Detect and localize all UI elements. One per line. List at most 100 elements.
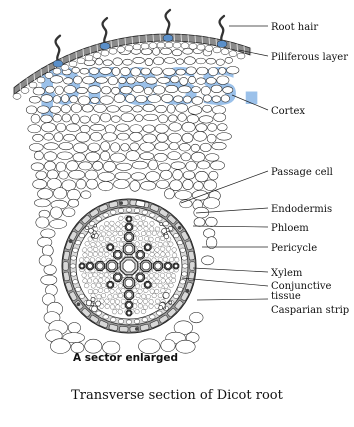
cortex-cell [196, 124, 207, 132]
root-hair [166, 10, 170, 36]
cortex-cell [172, 49, 182, 55]
phloem-cell [164, 234, 169, 239]
cortex-cell [54, 133, 63, 142]
xylem-vessel-lumen [126, 234, 132, 240]
casparian-strip-dot [135, 327, 139, 331]
phloem-cell [85, 226, 89, 230]
epidermis-cell-wall [41, 69, 42, 76]
cortex-cell [157, 133, 168, 142]
cortex-cell [188, 106, 202, 115]
epidermis-cell-wall [90, 47, 91, 54]
pericycle-cell [126, 320, 132, 324]
cortex-cell [175, 191, 192, 200]
pericycle-cell [182, 264, 188, 268]
cortex-cell [34, 199, 50, 207]
pericycle-cell [110, 210, 116, 214]
pericycle-cell [103, 315, 109, 319]
hypodermal-cell [165, 42, 173, 48]
endodermis-cell [63, 251, 70, 260]
passage-cell [136, 200, 146, 207]
label-pericycle: Pericycle [271, 243, 317, 254]
cortex-cell [171, 162, 185, 170]
cortex-cell [206, 58, 215, 64]
cortex-cell [116, 124, 129, 131]
cortex-cell [96, 77, 108, 83]
cortex-cell [61, 105, 70, 113]
hypodermal-cell [149, 43, 157, 49]
cortex-cell [201, 86, 210, 95]
cortex-cell [148, 160, 157, 170]
cortex-cell [130, 143, 139, 151]
pericycle-cell [110, 318, 116, 322]
epidermis-cell-wall [125, 38, 126, 45]
pericycle-cell [182, 256, 188, 260]
pericycle-cell [173, 234, 179, 238]
cortex-cell [61, 95, 69, 103]
cortex-cell [53, 96, 61, 104]
casparian-strip-dot [186, 289, 190, 293]
cortex-cell [192, 97, 203, 105]
cortex-cell [145, 58, 153, 65]
epidermis-cell-wall [132, 37, 133, 44]
cortex-cell [155, 124, 168, 133]
cortex-cell [76, 132, 90, 142]
cortex-cell [173, 170, 183, 180]
pericycle-cell [75, 241, 81, 245]
cortex-cell [111, 143, 120, 153]
cortex-cell [44, 265, 56, 275]
cortex-cell [68, 323, 80, 334]
cortex-cell [191, 144, 200, 152]
cortex-cell [182, 122, 195, 132]
hypodermal-cell [237, 53, 245, 59]
cortex-cell [132, 161, 148, 169]
cortex-cell [71, 104, 82, 113]
xylem-vessel-diagonal-lumen [137, 252, 143, 258]
cortex-cell [81, 191, 91, 199]
hypodermal-cell [37, 77, 45, 83]
cortex-cell [33, 87, 45, 95]
hypodermal-cell [205, 45, 213, 51]
hypodermal-cell [93, 52, 101, 58]
cortex-cell [176, 59, 183, 65]
cortex-cell [103, 60, 112, 66]
cortex-cell [33, 134, 44, 141]
endodermis-cell [188, 272, 195, 281]
leader-xylem [193, 268, 268, 272]
cortex-cell [176, 104, 188, 113]
cortex-cell [31, 163, 44, 171]
pericycle-cell [180, 248, 186, 252]
label-piliferous-layer: Piliferous layer [271, 52, 348, 63]
phloem-cell [94, 224, 97, 227]
cortex-cell [34, 151, 43, 160]
phloem-cell [169, 301, 172, 304]
cortex-cell [89, 68, 98, 75]
cortex-cell [118, 77, 126, 83]
cortex-cell [200, 143, 211, 151]
cortex-cell [110, 153, 125, 162]
casparian-strip-dot [77, 302, 81, 306]
cortex-cell [131, 68, 141, 76]
hypodermal-cell [221, 49, 229, 55]
cortex-cell [208, 67, 218, 75]
hypodermal-cell [29, 82, 37, 88]
cortex-cell [28, 125, 41, 133]
xylem-vessel-lumen [97, 263, 103, 269]
cortex-cell [221, 95, 229, 102]
cortex-cell [42, 245, 53, 256]
cortex-cell [190, 312, 204, 322]
cortex-cell [176, 340, 195, 353]
epidermis-cell-wall [237, 44, 238, 51]
cortex-cell [141, 68, 150, 75]
pericycle-cell [79, 234, 85, 238]
pericycle-cell [118, 208, 124, 212]
pericycle-cell [75, 287, 81, 291]
epidermis-cell-wall [195, 36, 196, 43]
pericycle-cell [96, 311, 102, 315]
cortex-cell [100, 113, 110, 122]
cortex-cell [45, 86, 54, 93]
cortex-cell [44, 133, 54, 140]
cortex-cell [191, 152, 205, 162]
root-hair [103, 18, 107, 44]
phloem-cell [160, 223, 163, 226]
